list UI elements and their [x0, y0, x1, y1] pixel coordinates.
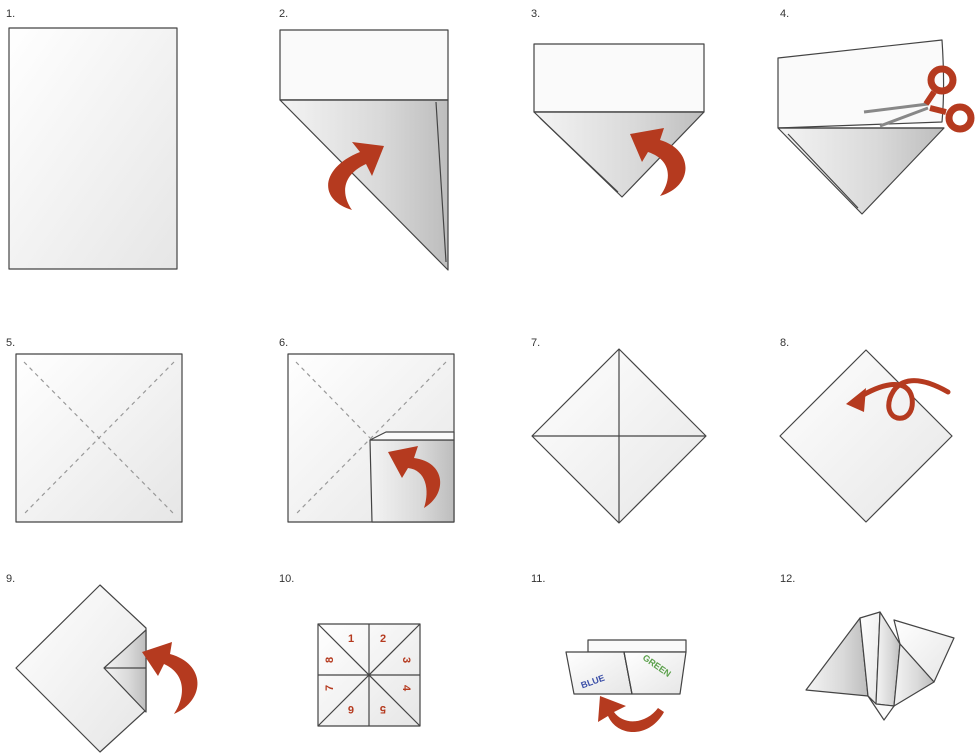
step-label-1: 1.: [6, 8, 15, 20]
step-label-10: 10.: [279, 573, 294, 585]
fold-arrow-icon: [142, 642, 198, 714]
number-label: 8: [324, 657, 336, 663]
step-10-numbered-square: 1 2 3 4 5 6 7 8: [318, 624, 420, 726]
step-label-8: 8.: [780, 337, 789, 349]
step-8-flip-over: [780, 350, 952, 522]
step-label-4: 4.: [780, 8, 789, 20]
step-11-half-fold: BLUE GREEN: [566, 640, 686, 732]
step-label-3: 3.: [531, 8, 540, 20]
step-5-square-creases: [16, 354, 182, 522]
number-label: 4: [400, 685, 412, 692]
step-7-diamond-cross: [532, 349, 706, 523]
step-12-fortune-teller: [806, 612, 954, 720]
number-label: 7: [324, 685, 336, 691]
number-label: 5: [380, 703, 386, 715]
number-label: 3: [400, 657, 412, 663]
step-2-diagonal-fold: [280, 30, 448, 270]
step-9-fold-corners: [16, 585, 198, 752]
number-label: 2: [380, 633, 386, 645]
step-label-6: 6.: [279, 337, 288, 349]
step-6-corner-fold: [288, 354, 454, 522]
step-label-5: 5.: [6, 337, 15, 349]
fold-arrow-icon: [598, 696, 664, 732]
step-label-9: 9.: [6, 573, 15, 585]
step-3-triangle-fold: [534, 44, 704, 197]
step-label-2: 2.: [279, 8, 288, 20]
step-4-cut-strip: [778, 40, 971, 214]
step-label-7: 7.: [531, 337, 540, 349]
step-label-11: 11.: [531, 573, 545, 585]
number-label: 6: [348, 703, 354, 715]
step-1-sheet: [9, 28, 177, 269]
step-label-12: 12.: [780, 573, 795, 585]
number-label: 1: [348, 633, 354, 645]
